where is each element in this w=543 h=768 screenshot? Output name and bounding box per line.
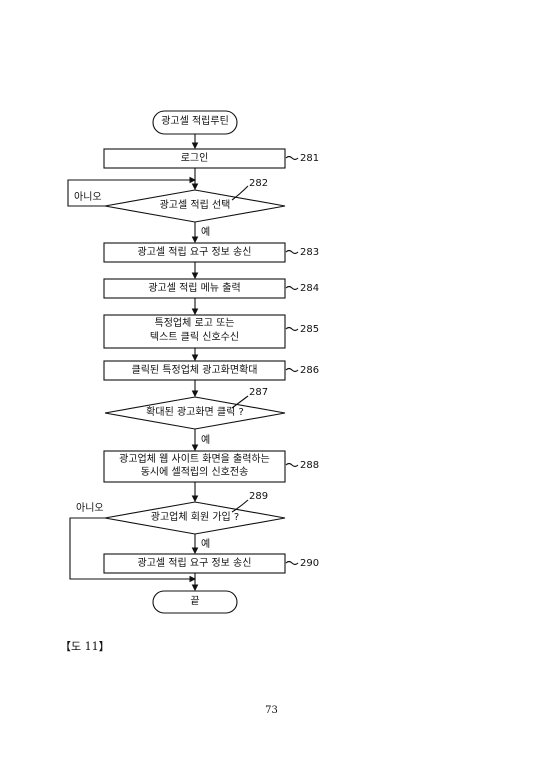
yes-label-289: 예 <box>201 539 211 550</box>
step-290-ref: 290 <box>300 558 320 569</box>
step-285-ref: 285 <box>300 324 320 335</box>
no-label-282: 아니오 <box>74 192 102 203</box>
step-284-text: 광고셀 적립 메뉴 출력 <box>148 283 241 294</box>
yes-label-287: 예 <box>201 435 211 446</box>
step-281-text: 로그인 <box>180 153 209 164</box>
step-288-ref: 288 <box>300 460 320 471</box>
step-288-line1: 광고업체 웹 사이트 화면을 출력하는 <box>119 454 270 465</box>
step-290-text: 광고셀 적립 요구 정보 송신 <box>137 558 252 569</box>
figure-label: 【도 11】 <box>60 640 110 653</box>
step-286-ref: 286 <box>300 365 320 376</box>
end-label: 끝 <box>190 596 200 607</box>
step-287-text: 확대된 광고화면 클릭 ? <box>146 407 244 418</box>
step-282-text: 광고셀 적립 선택 <box>159 200 231 211</box>
step-284-ref: 284 <box>300 283 320 294</box>
yes-label-282: 예 <box>201 227 211 238</box>
start-label: 광고셀 적립루틴 <box>161 116 229 127</box>
step-282-ref: 282 <box>249 178 269 189</box>
step-286-text: 클릭된 특정업체 광고화면확대 <box>131 365 258 376</box>
step-283-ref: 283 <box>300 247 320 258</box>
step-289-text: 광고업체 회원 가입 ? <box>150 512 240 523</box>
step-281-ref: 281 <box>300 153 320 164</box>
step-288-line2: 동시에 셀적립의 신호전송 <box>140 467 249 478</box>
step-289-ref: 289 <box>249 491 269 502</box>
no-label-289: 아니오 <box>76 503 104 514</box>
step-285-line2: 텍스트 클릭 신호수신 <box>149 332 240 343</box>
page-number: 73 <box>265 705 278 716</box>
step-287-ref: 287 <box>249 387 269 398</box>
step-283-text: 광고셀 적립 요구 정보 송신 <box>137 247 252 258</box>
step-285-line1: 특정업체 로고 또는 <box>154 318 235 329</box>
